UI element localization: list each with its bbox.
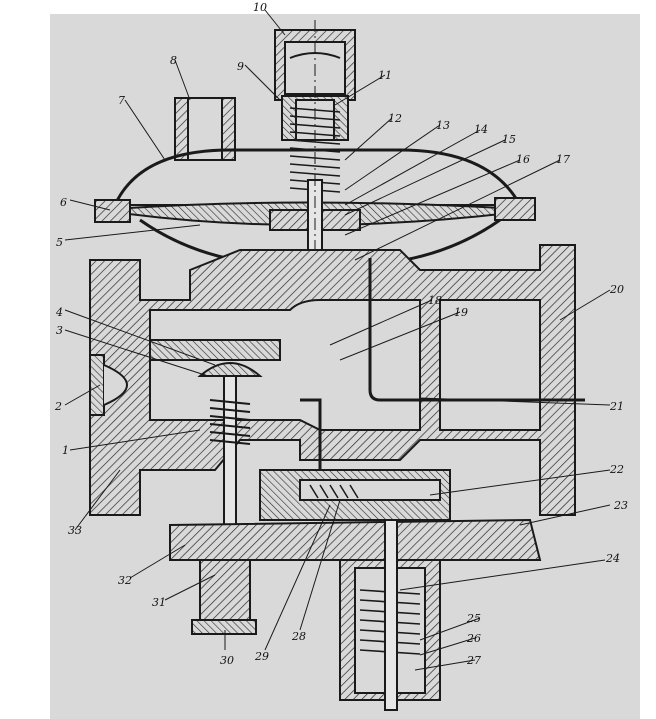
left-flange-cap — [89, 354, 128, 416]
label-20: 20 — [609, 283, 624, 296]
label-9: 9 — [237, 60, 244, 73]
label-6: 6 — [60, 196, 67, 209]
label-22: 22 — [609, 463, 624, 476]
label-4: 4 — [55, 306, 63, 319]
label-21: 21 — [609, 400, 624, 413]
label-33: 33 — [68, 524, 82, 537]
part-labels: 10 9 11 8 7 12 13 14 15 16 17 6 5 20 4 3… — [54, 1, 628, 667]
label-8: 8 — [170, 54, 177, 67]
label-13: 13 — [436, 119, 450, 132]
inlet-pipe — [174, 97, 236, 161]
bottom-plug-housing — [191, 559, 257, 635]
label-18: 18 — [428, 294, 442, 307]
label-11: 11 — [378, 69, 392, 82]
label-19: 19 — [454, 306, 468, 319]
label-5: 5 — [56, 236, 63, 249]
label-15: 15 — [502, 133, 516, 146]
leader-lines — [64, 9, 611, 671]
lower-pilot-spring-housing — [339, 519, 441, 711]
label-29: 29 — [254, 650, 269, 663]
label-7: 7 — [118, 94, 125, 107]
impulse-tube — [300, 258, 585, 470]
label-24: 24 — [605, 552, 620, 565]
label-27: 27 — [466, 654, 481, 667]
label-16: 16 — [516, 153, 530, 166]
label-1: 1 — [62, 444, 69, 457]
label-2: 2 — [54, 400, 62, 413]
label-31: 31 — [152, 596, 166, 609]
label-26: 26 — [466, 632, 481, 645]
label-28: 28 — [291, 630, 306, 643]
label-3: 3 — [56, 324, 63, 337]
valve-body — [89, 244, 576, 516]
label-14: 14 — [474, 123, 488, 136]
pilot-housing — [169, 469, 542, 561]
label-30: 30 — [220, 654, 234, 667]
label-10: 10 — [253, 1, 267, 14]
label-12: 12 — [388, 112, 402, 125]
label-17: 17 — [556, 153, 570, 166]
label-23: 23 — [613, 499, 628, 512]
label-32: 32 — [118, 574, 132, 587]
label-25: 25 — [466, 612, 481, 625]
